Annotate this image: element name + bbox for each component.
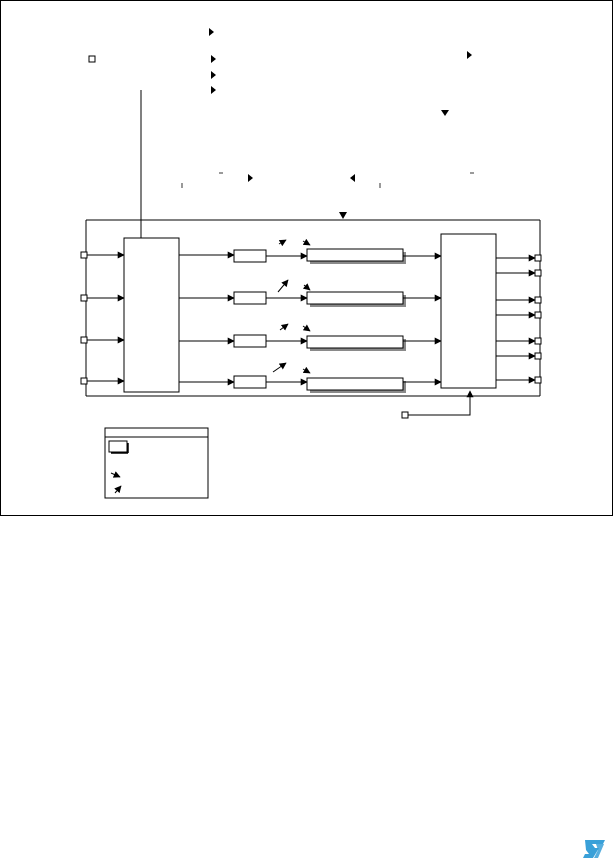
signal-arrow-4 <box>211 86 216 94</box>
legend-arrow-b <box>114 485 122 494</box>
mini-arrow-a <box>278 239 287 247</box>
input-pin <box>80 294 88 302</box>
long-bar <box>306 377 404 391</box>
signal-arrow-5 <box>467 51 472 59</box>
signal-arrow-6 <box>248 174 253 182</box>
mini-arrow-b <box>302 366 311 374</box>
signal-arrow-down-2 <box>339 212 347 219</box>
mini-arrow-a <box>272 362 287 373</box>
signal-arrow-left-1 <box>350 174 355 182</box>
output-pin <box>534 296 542 304</box>
output-pin <box>534 337 542 345</box>
control-input <box>401 390 474 419</box>
signal-arrow-down-1 <box>441 110 449 116</box>
channel-row-1 <box>80 238 442 264</box>
signal-arrow-1 <box>209 28 214 36</box>
st-logo-icon <box>583 840 605 858</box>
output-block <box>440 233 497 389</box>
mini-arrow-b <box>302 238 311 246</box>
output-pin <box>534 352 542 360</box>
mini-arrow-a <box>277 279 289 293</box>
top-signal-area <box>209 28 472 219</box>
mini-arrow-b <box>302 283 311 291</box>
signal-arrow-3 <box>211 71 216 79</box>
long-bar <box>306 335 404 349</box>
figure-frame <box>0 0 613 516</box>
signal-arrow-2 <box>211 55 216 63</box>
channel-row-4 <box>80 362 442 393</box>
small-block <box>233 375 267 389</box>
control-pin <box>401 411 409 419</box>
output-pin <box>534 269 542 277</box>
legend-pin-symbol <box>108 440 128 453</box>
input-pin <box>80 377 88 385</box>
input-pin <box>80 251 88 259</box>
output-pin <box>534 254 542 262</box>
long-bar <box>306 291 404 305</box>
legend-box <box>104 427 209 499</box>
output-terminals <box>496 254 542 384</box>
tick-marks <box>181 172 474 188</box>
mini-arrow-b <box>302 324 311 332</box>
long-bar <box>306 248 404 262</box>
input-pin <box>80 336 88 344</box>
top-pin <box>88 55 96 63</box>
channel-row-2 <box>80 279 442 307</box>
small-block <box>233 334 267 348</box>
channel-row-3 <box>80 323 442 351</box>
mini-arrow-a <box>279 323 289 331</box>
output-pin <box>534 376 542 384</box>
small-block <box>233 291 267 305</box>
output-pin <box>534 311 542 319</box>
legend-arrow-a <box>110 471 121 478</box>
small-block <box>233 249 267 263</box>
input-block <box>123 237 180 393</box>
